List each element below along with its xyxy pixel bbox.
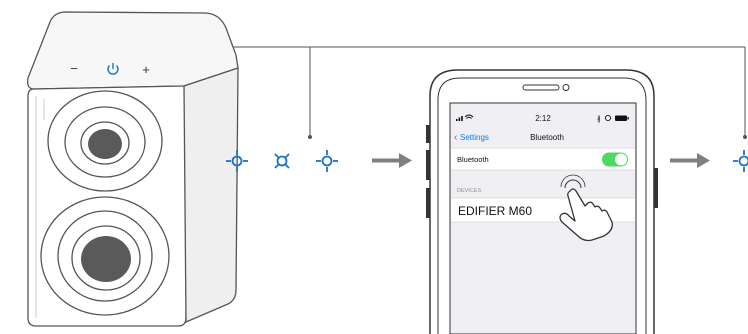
bluetooth-toggle[interactable] [602, 152, 628, 167]
power-icon[interactable] [107, 63, 119, 75]
battery-icon [615, 115, 629, 121]
chevron-left-icon: ‹ [454, 132, 457, 143]
arrow-right-icon [372, 153, 412, 168]
nav-title: Bluetooth [530, 133, 564, 142]
indicator-on-icon [226, 150, 248, 172]
status-bar: 2:12 ∦ [456, 114, 629, 123]
hand-pointer-icon [559, 188, 613, 242]
signal-icon [456, 116, 463, 121]
wifi-icon [464, 114, 474, 119]
speaker-top [26, 11, 239, 90]
back-label: Settings [460, 133, 489, 142]
status-time: 2:12 [535, 114, 551, 123]
bluetooth-icon: ∦ [597, 116, 601, 123]
volume-down-label: − [70, 61, 78, 76]
tweeter [47, 90, 163, 192]
bluetooth-row-label: Bluetooth [457, 155, 489, 164]
indicator-on-icon [316, 150, 338, 172]
back-button[interactable]: ‹ Settings [454, 132, 489, 143]
woofer [40, 196, 170, 316]
indicator-on-icon [733, 150, 748, 172]
device-name: EDIFIER M60 [458, 204, 532, 218]
speaker [26, 11, 239, 327]
arrow-right-icon [670, 153, 710, 168]
devices-header: DEVICES [457, 188, 481, 194]
speaker-side [183, 67, 239, 323]
tap-gesture [560, 174, 586, 189]
indicator-off-icon [274, 153, 290, 169]
nav-bar: ‹ Settings Bluetooth [454, 132, 564, 143]
alarm-icon [604, 114, 612, 122]
volume-up-label: + [142, 62, 150, 77]
